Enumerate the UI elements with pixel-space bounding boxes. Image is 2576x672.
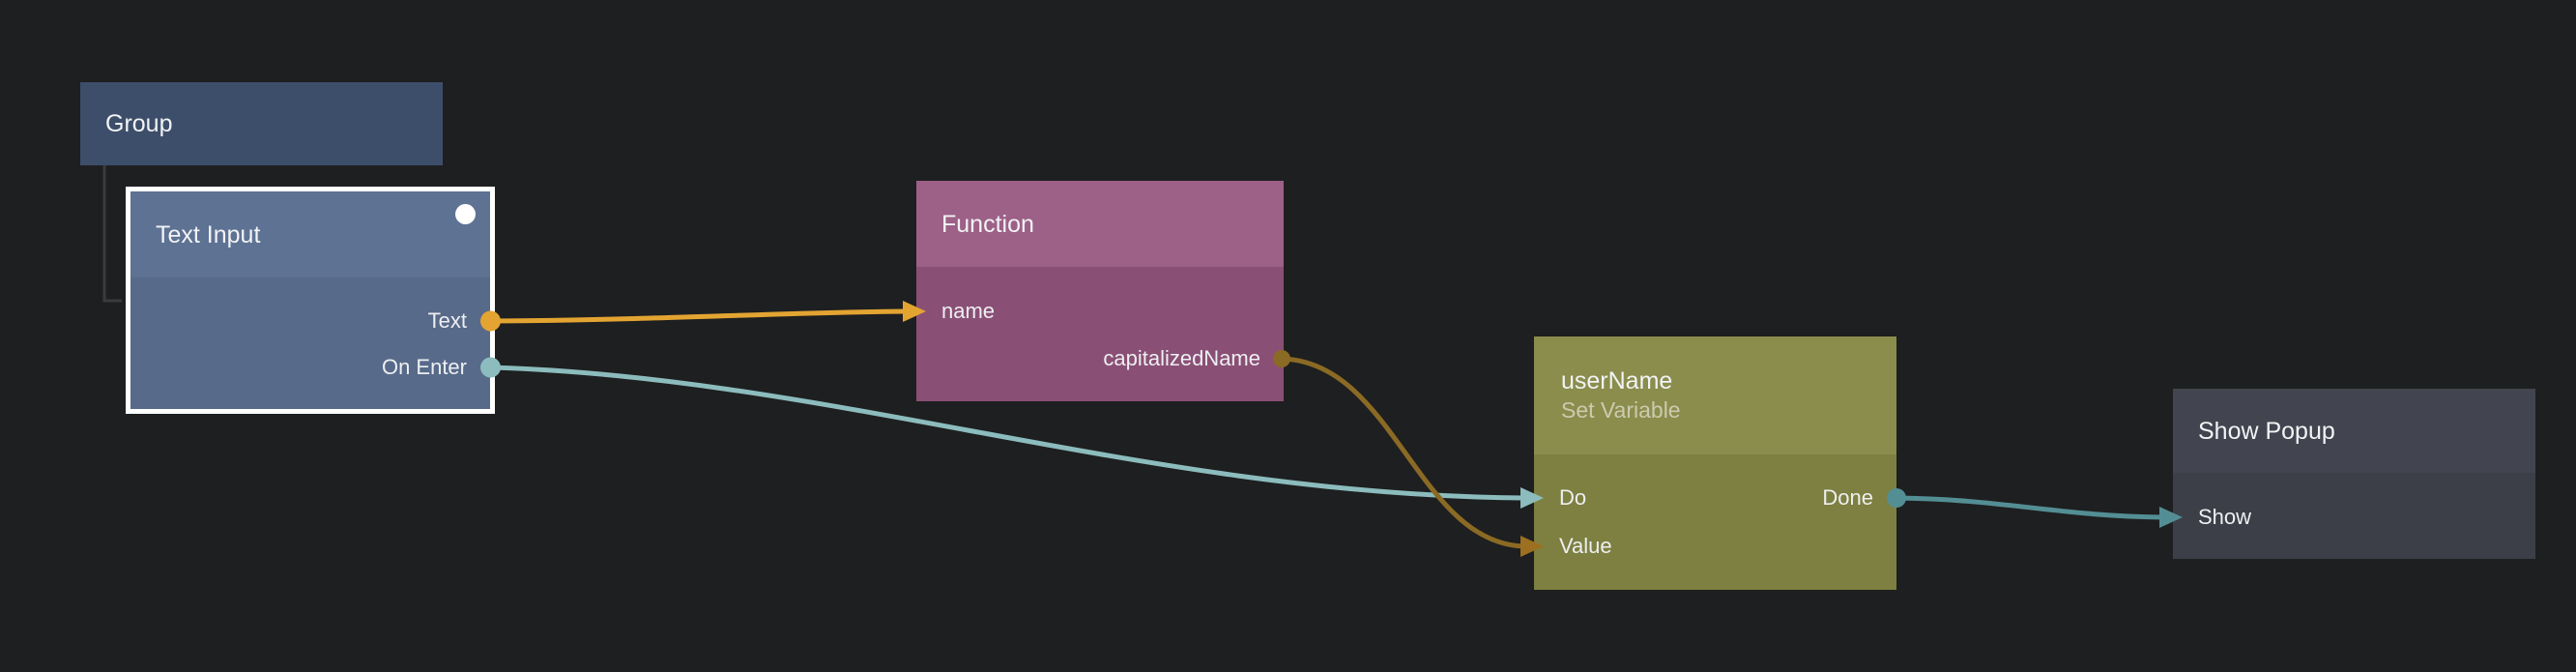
node-text-input[interactable]: Text Input Text On Enter — [126, 187, 501, 414]
node-show-popup[interactable]: Show Popup Show — [2173, 389, 2535, 559]
port-row-capitalizedname-output: capitalizedName — [916, 345, 1290, 372]
node-text-input-body — [130, 278, 490, 409]
node-set-variable-title: userName — [1561, 367, 1673, 394]
port-label-capitalizedname: capitalizedName — [1103, 346, 1260, 370]
port-label-show: Show — [2198, 505, 2252, 529]
node-group[interactable]: Group — [80, 82, 443, 165]
node-show-popup-header: Show Popup — [2173, 389, 2535, 473]
node-set-variable-body — [1534, 454, 1896, 590]
node-group-header: Group — [80, 82, 443, 165]
node-function-header: Function — [916, 181, 1284, 267]
node-show-popup-title: Show Popup — [2198, 417, 2335, 445]
port-row-text-output: Text — [130, 307, 501, 335]
node-set-variable[interactable]: userName Set Variable Do Value Done — [1534, 336, 1906, 590]
port-row-done-output: Done — [1534, 484, 1906, 511]
port-label-name: name — [941, 299, 996, 323]
arrowhead-show-input — [2159, 507, 2183, 528]
port-label-done: Done — [1822, 485, 1873, 510]
node-show-popup-body — [2173, 473, 2535, 559]
port-row-do-input: Do — [1534, 484, 1896, 511]
port-row-name-input: name — [916, 298, 1284, 325]
wire-capitalizedname-to-value[interactable] — [1279, 356, 1544, 557]
node-function[interactable]: Function name capitalizedName — [916, 181, 1290, 401]
port-label-value: Value — [1559, 534, 1612, 558]
node-set-variable-header: userName Set Variable — [1534, 336, 1896, 454]
wire-done-to-show[interactable] — [1894, 495, 2183, 528]
node-function-body — [916, 267, 1284, 401]
arrowhead-name-input — [903, 301, 926, 322]
group-child-link-line — [102, 165, 122, 303]
wire-text-to-name[interactable] — [487, 301, 926, 324]
node-function-title: Function — [941, 210, 1034, 238]
port-row-value-input: Value — [1534, 533, 1896, 560]
selected-indicator-dot — [455, 204, 476, 224]
port-label-text: Text — [427, 308, 467, 333]
node-text-input-header: Text Input — [130, 191, 490, 278]
arrowhead-do-input — [1520, 487, 1544, 509]
node-set-variable-subtitle: Set Variable — [1561, 397, 1681, 423]
arrowhead-value-input — [1520, 536, 1544, 557]
port-label-do: Do — [1559, 485, 1587, 510]
node-text-input-title: Text Input — [156, 220, 261, 248]
port-row-onenter-output: On Enter — [130, 354, 501, 381]
node-group-title: Group — [105, 110, 173, 137]
port-row-show-input: Show — [2173, 504, 2535, 531]
port-label-on-enter: On Enter — [381, 355, 467, 379]
wire-onenter-to-do[interactable] — [487, 365, 1544, 509]
